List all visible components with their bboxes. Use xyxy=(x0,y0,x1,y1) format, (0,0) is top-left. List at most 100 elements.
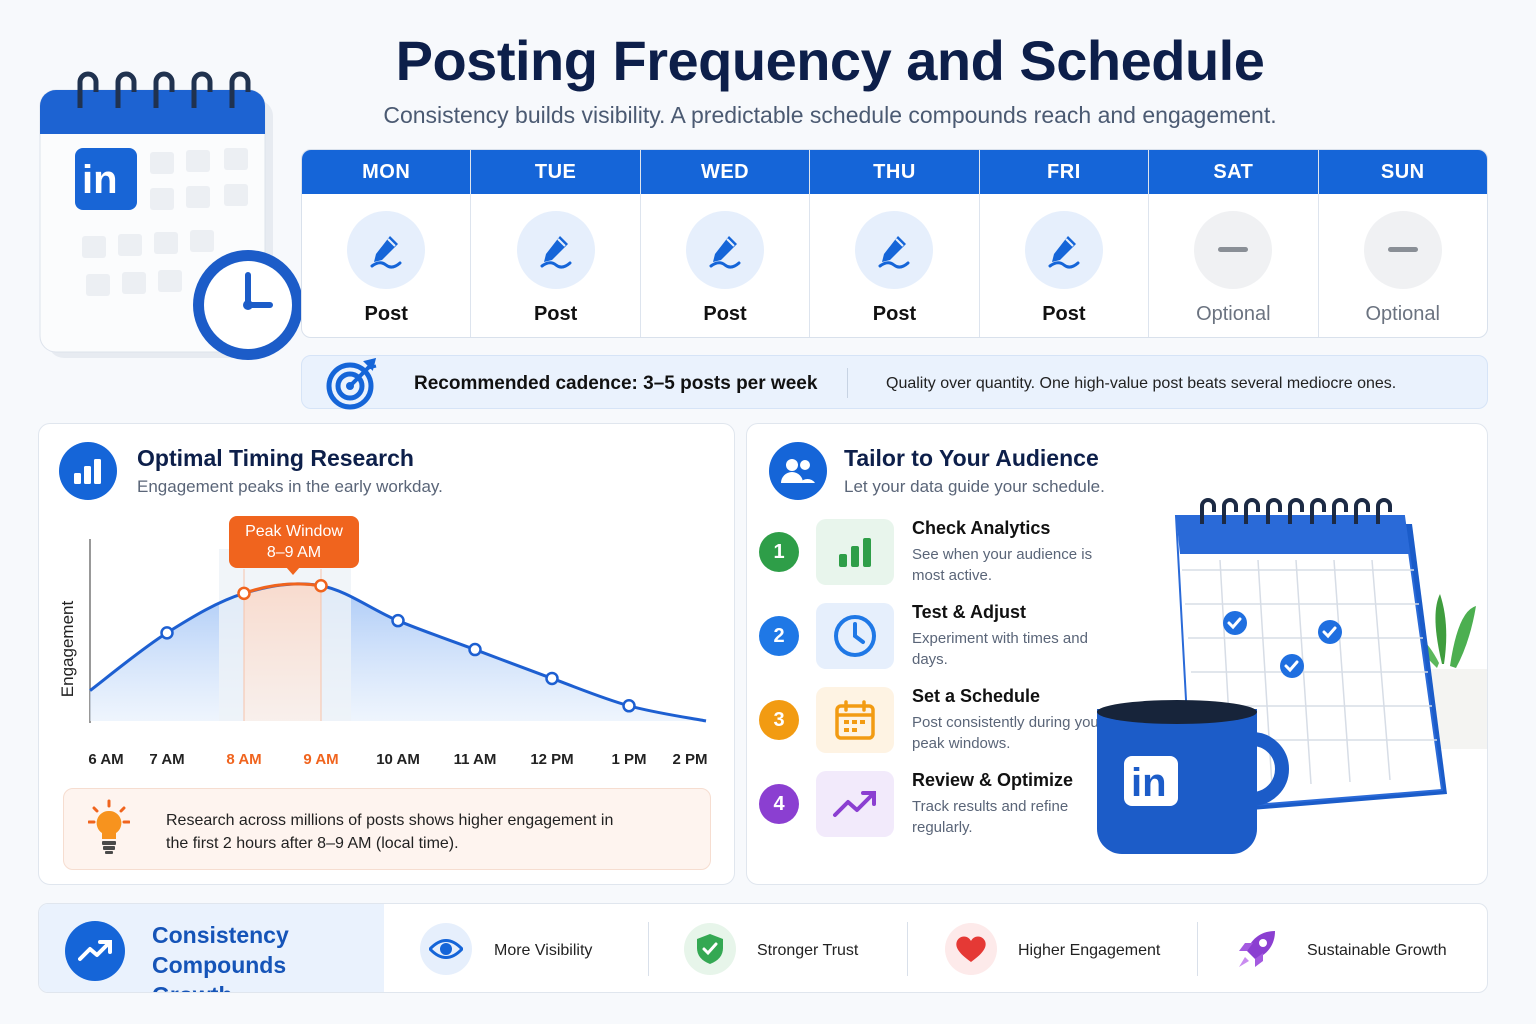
clock-icon xyxy=(816,603,894,669)
day-status: Post xyxy=(1042,303,1086,325)
divider xyxy=(847,368,848,398)
page-subtitle: Consistency builds visibility. A predict… xyxy=(383,102,1277,128)
footer-item-engagement: Higher Engagement xyxy=(1018,942,1161,959)
x-tick-label: 8 AM xyxy=(226,751,261,768)
cadence-text: Recommended cadence: 3–5 posts per week xyxy=(414,373,818,394)
pen-icon xyxy=(855,211,934,289)
dash-icon xyxy=(1363,211,1442,289)
pen-icon xyxy=(1024,211,1103,289)
step-description: Experiment with times and days. xyxy=(912,630,1088,668)
x-tick-label: 1 PM xyxy=(611,751,646,768)
footer-item-trust: Stronger Trust xyxy=(757,942,859,959)
data-point xyxy=(237,586,251,601)
eye-icon xyxy=(420,923,472,975)
data-point xyxy=(468,642,482,657)
target-icon xyxy=(324,357,380,415)
x-tick-label: 9 AM xyxy=(303,751,338,768)
x-tick-label: 12 PM xyxy=(530,751,573,768)
x-tick-label: 6 AM xyxy=(88,751,123,768)
day-name: TUE xyxy=(471,150,640,194)
divider xyxy=(907,922,908,976)
day-column: TUE Post xyxy=(471,150,641,337)
timing-subtitle: Engagement peaks in the early workday. xyxy=(137,477,443,496)
audience-title: Tailor to Your Audience xyxy=(844,445,1099,471)
day-column: THU Post xyxy=(810,150,980,337)
peak-range: 8–9 AM xyxy=(266,544,322,561)
timing-panel: Optimal Timing Research Engagement peaks… xyxy=(38,423,735,885)
quality-note: Quality over quantity. One high-value po… xyxy=(886,375,1397,392)
cadence-banner: Recommended cadence: 3–5 posts per week … xyxy=(301,355,1488,410)
pen-icon xyxy=(347,211,426,289)
dash-icon xyxy=(1194,211,1273,289)
pen-icon xyxy=(686,211,765,289)
trend-up-icon xyxy=(816,771,894,837)
step-number: 3 xyxy=(759,700,799,740)
day-status: Post xyxy=(533,303,578,325)
step-title: Review & Optimize xyxy=(912,770,1074,790)
day-name: SAT xyxy=(1149,150,1318,194)
footer-title: Consistency Compounds Growth xyxy=(152,922,289,992)
lightbulb-icon xyxy=(87,799,131,864)
data-point xyxy=(160,626,174,640)
footer-item-visibility: More Visibility xyxy=(494,942,593,959)
data-point xyxy=(622,699,636,713)
y-axis-label: Engagement xyxy=(58,601,77,698)
timing-title: Optimal Timing Research xyxy=(137,445,414,471)
day-name: WED xyxy=(640,150,810,194)
step-title: Set a Schedule xyxy=(912,686,1041,706)
step-title: Test & Adjust xyxy=(912,602,1027,622)
x-tick-label: 2 PM xyxy=(672,751,707,768)
x-tick-label: 10 AM xyxy=(376,751,420,768)
x-tick-label: 7 AM xyxy=(149,751,184,768)
calendar-icon xyxy=(816,687,894,753)
tip-text: Research across millions of posts shows … xyxy=(166,812,614,852)
engagement-chart: Engagement 6 AM 7 AM 8 AM 9 AM 10 AM 11 AM 12 P… xyxy=(58,539,708,768)
desk-illustration: in xyxy=(1097,498,1487,854)
footer-highlight: Consistency Compounds Growth xyxy=(39,904,384,992)
pen-icon xyxy=(516,211,595,289)
heart-icon xyxy=(945,923,997,975)
shield-check-icon xyxy=(684,923,736,975)
day-name: MON xyxy=(302,150,471,194)
day-column: MON Post xyxy=(302,150,472,337)
calendar-illustration: in xyxy=(30,60,310,370)
day-name: FRI xyxy=(979,150,1149,194)
peak-highlight xyxy=(244,583,321,721)
step-title: Check Analytics xyxy=(912,518,1051,538)
audience-subtitle: Let your data guide your schedule. xyxy=(844,477,1105,496)
svg-text:in: in xyxy=(1131,761,1167,805)
day-status: Optional xyxy=(1196,303,1271,325)
step-description: Track results and refine regularly. xyxy=(912,798,1069,836)
audience-panel: Tailor to Your Audience Let your data gu… xyxy=(746,423,1488,885)
day-column: SAT Optional xyxy=(1149,150,1319,337)
divider xyxy=(1197,922,1198,976)
peak-line-segment xyxy=(243,582,322,595)
day-status: Optional xyxy=(1365,303,1440,325)
x-tick-label: 11 AM xyxy=(454,751,497,768)
peak-label: Peak Window xyxy=(245,523,343,540)
page-title: Posting Frequency and Schedule xyxy=(395,29,1265,92)
bar-chart-icon xyxy=(59,442,117,500)
step-description: See when your audience is most active. xyxy=(912,546,1093,584)
day-column: FRI Post xyxy=(979,150,1150,337)
day-status: Post xyxy=(872,303,917,325)
day-name: THU xyxy=(810,150,979,194)
data-point xyxy=(314,578,328,593)
analytics-icon xyxy=(816,519,894,585)
peak-window-callout: Peak Window 8–9 AM xyxy=(229,516,359,568)
callout-pointer xyxy=(286,567,300,575)
linkedin-logo: in xyxy=(82,158,118,202)
step-number: 1 xyxy=(759,532,799,572)
data-point xyxy=(391,613,405,628)
step-description: Post consistently during your peak windo… xyxy=(912,714,1104,752)
divider xyxy=(648,922,649,976)
users-icon xyxy=(769,442,827,500)
growth-footer: Consistency Compounds Growth More Visibi… xyxy=(38,903,1488,993)
step-number: 2 xyxy=(759,616,799,656)
day-status: Post xyxy=(364,303,408,325)
trending-up-icon xyxy=(65,921,125,981)
rocket-icon xyxy=(1231,923,1283,975)
